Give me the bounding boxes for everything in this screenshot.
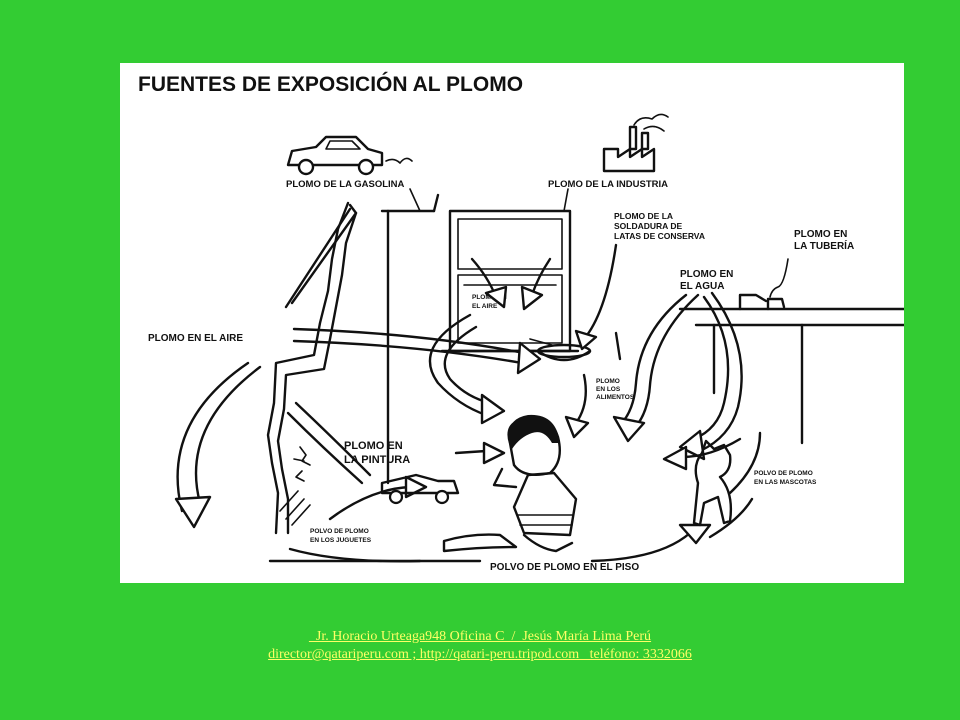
label-mascotas-2: EN LAS MASCOTAS: [754, 479, 817, 486]
label-pintura-2: LA PINTURA: [344, 454, 410, 466]
label-piso: POLVO DE PLOMO EN EL PISO: [490, 562, 639, 573]
factory-icon: [602, 113, 669, 173]
label-alimentos-1: PLOMO: [596, 378, 620, 385]
label-alimentos-2: EN LOS: [596, 386, 621, 393]
label-agua-2: EL AGUA: [680, 281, 724, 292]
cat-icon: [692, 431, 762, 527]
label-tuberia-1: PLOMO EN: [794, 229, 847, 240]
footer: Jr. Horacio Urteaga948 Oficina C / Jesús…: [0, 628, 960, 664]
lead-exposure-diagram: FUENTES DE EXPOSICIÓN AL PLOMO PLOMO DE …: [120, 63, 904, 583]
footer-address-link[interactable]: Jr. Horacio Urteaga948 Oficina C / Jesús…: [308, 629, 652, 644]
car-icon: [286, 135, 413, 176]
label-soldadura-2: SOLDADURA DE: [614, 221, 682, 231]
label-aire-small-1: PLOMO EN: [472, 294, 507, 301]
label-tuberia-2: LA TUBERÍA: [794, 239, 854, 252]
window-icon: [440, 209, 580, 353]
label-agua-1: PLOMO EN: [680, 269, 733, 280]
label-alimentos-3: ALIMENTOS: [596, 394, 635, 401]
label-pintura-1: PLOMO EN: [344, 440, 403, 452]
label-aire-small-2: EL AIRE: [472, 303, 498, 310]
label-mascotas-1: POLVO DE PLOMO: [754, 470, 813, 477]
exposure-arrows: [174, 243, 754, 563]
label-soldadura-1: PLOMO DE LA: [614, 211, 673, 221]
food-bowl-icon: [529, 338, 592, 362]
label-industria: PLOMO DE LA INDUSTRIA: [548, 179, 668, 190]
toy-truck-icon: [380, 473, 460, 505]
label-juguetes-2: EN LOS JUGUETES: [310, 537, 372, 544]
label-juguetes-1: POLVO DE PLOMO: [310, 528, 369, 535]
footer-contact-link[interactable]: director@qatariperu.com ; http://qatari-…: [268, 647, 692, 662]
label-soldadura-3: LATAS DE CONSERVA: [614, 231, 705, 241]
label-gasolina: PLOMO DE LA GASOLINA: [286, 179, 405, 190]
child-icon: [442, 414, 578, 553]
diagram-title: FUENTES DE EXPOSICIÓN AL PLOMO: [138, 72, 523, 96]
faucet-icon: [738, 293, 786, 311]
label-aire: PLOMO EN EL AIRE: [148, 333, 243, 344]
